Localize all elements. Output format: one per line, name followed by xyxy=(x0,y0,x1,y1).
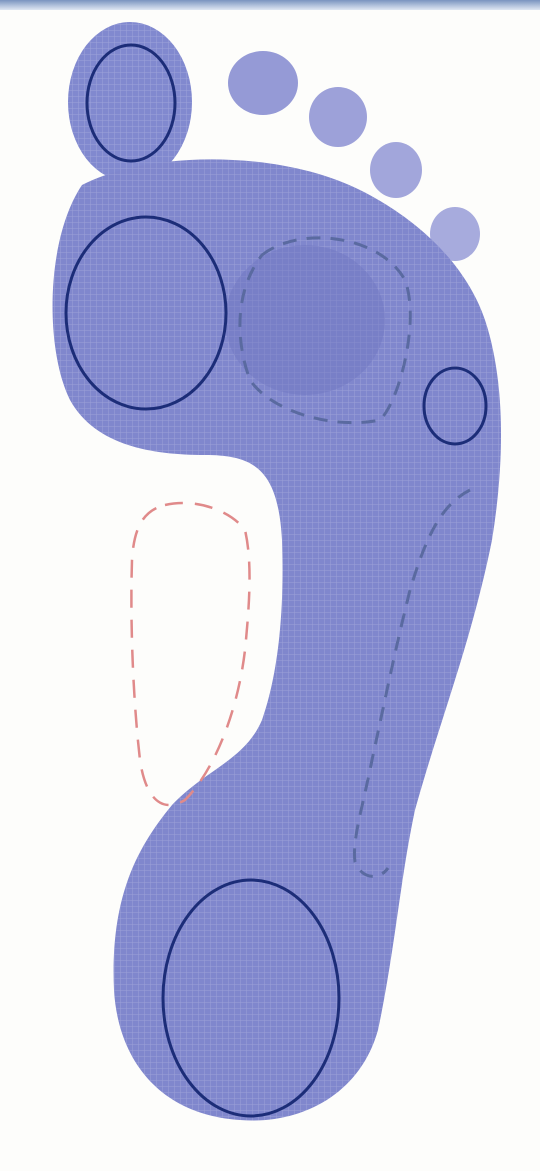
toe-2-print xyxy=(228,51,298,115)
toe-3-print xyxy=(309,87,367,147)
forefoot-pressure-zone xyxy=(225,245,385,395)
toe-4-print xyxy=(370,142,422,198)
